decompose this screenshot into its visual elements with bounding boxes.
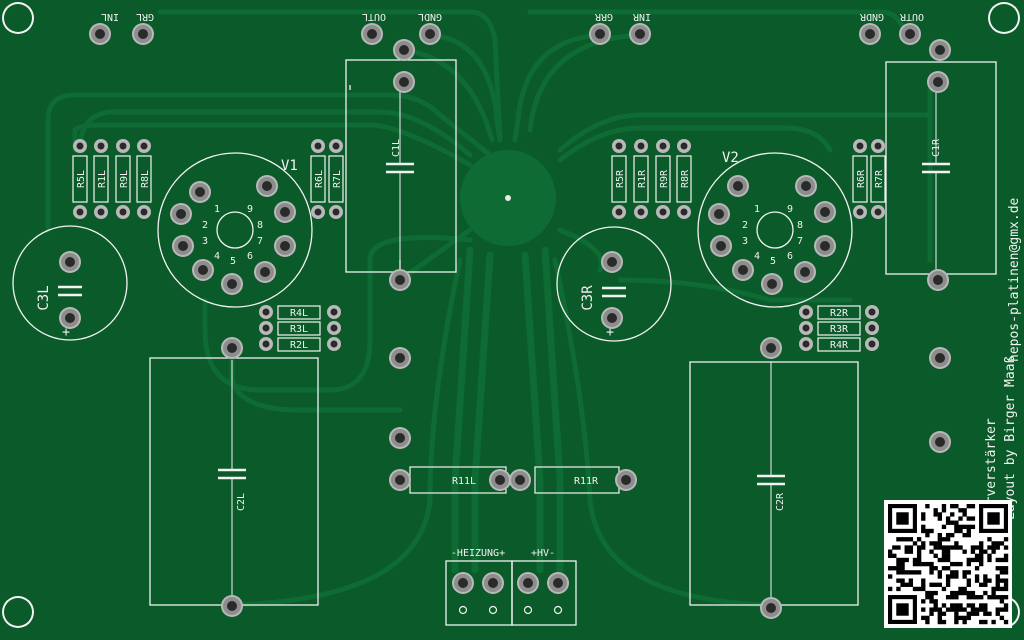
v2-pin-numbers: 1 2 3 4 5 6 7 8 9 — [742, 204, 803, 267]
svg-text:C1R: C1R — [931, 138, 942, 157]
v2-center — [756, 211, 794, 249]
svg-text:R5R: R5R — [615, 169, 626, 188]
svg-text:9: 9 — [247, 204, 253, 215]
svg-text:6: 6 — [247, 251, 253, 262]
svg-text:C2L: C2L — [236, 493, 247, 511]
label-grl: GRL — [136, 11, 154, 22]
svg-text:R1L: R1L — [97, 170, 108, 188]
svg-text:R1R: R1R — [637, 169, 648, 188]
v1-pin-numbers: 1 2 3 4 5 6 7 8 9 — [202, 204, 263, 267]
copper-traces — [45, 9, 933, 608]
label-outl: OUTL — [362, 11, 386, 22]
svg-text:R8L: R8L — [140, 170, 151, 188]
svg-text:1: 1 — [214, 204, 220, 215]
svg-text:R9L: R9L — [119, 170, 130, 188]
label-inl: INL — [101, 11, 119, 22]
svg-text:R2R: R2R — [830, 308, 849, 319]
svg-text:R6L: R6L — [314, 170, 325, 188]
label-r11l: R11L — [452, 476, 476, 487]
svg-text:R4R: R4R — [830, 340, 849, 351]
svg-text:3: 3 — [202, 236, 208, 247]
label-inr: INR — [632, 11, 651, 22]
svg-text:2: 2 — [202, 220, 208, 231]
svg-text:7: 7 — [257, 236, 263, 247]
label-v2: V2 — [722, 150, 739, 166]
credit-title: Vorverstärker — [984, 418, 999, 520]
svg-text:R8R: R8R — [680, 169, 691, 188]
svg-text:7: 7 — [797, 236, 803, 247]
svg-text:R2L: R2L — [290, 340, 308, 351]
c3l-outline — [12, 225, 128, 341]
svg-text:8: 8 — [797, 220, 803, 231]
credit-email: hepos-platinen@gmx.de — [1007, 197, 1022, 362]
svg-text:1: 1 — [754, 204, 760, 215]
svg-text:6: 6 — [787, 251, 793, 262]
svg-text:3: 3 — [742, 236, 748, 247]
label-c3r: C3R — [580, 285, 596, 311]
svg-text:4: 4 — [754, 251, 760, 262]
svg-text:4: 4 — [214, 251, 220, 262]
label-c3l: C3L — [36, 285, 52, 310]
central-ground-hole — [505, 195, 511, 201]
vertical-resistor-labels: R5L R1L R9L R8L R6L R7L R5R R1R R9R R8R … — [76, 169, 885, 188]
svg-text:5: 5 — [770, 256, 776, 267]
svg-text:R7L: R7L — [332, 170, 343, 188]
svg-text:9: 9 — [787, 204, 793, 215]
svg-text:R5L: R5L — [76, 170, 87, 188]
svg-text:R4L: R4L — [290, 308, 308, 319]
svg-text:R3R: R3R — [830, 324, 849, 335]
credits: Vorverstärker Layout by Birger Maaß hepo… — [984, 197, 1022, 520]
svg-text:R3L: R3L — [290, 324, 308, 335]
v1-center — [216, 211, 254, 249]
c3r-outline — [556, 226, 672, 342]
label-hv: +HV- — [531, 548, 555, 559]
svg-text:R7R: R7R — [874, 169, 885, 188]
v2-socket — [697, 152, 853, 308]
capacitor-symbols — [58, 90, 950, 600]
svg-text:C2R: C2R — [775, 492, 786, 511]
qr-code — [884, 500, 1012, 628]
connector-test-dots — [458, 605, 563, 615]
top-connector-labels: INL GRL OUTL GNDL GRR INR GNDR OUTR — [101, 11, 924, 22]
horizontal-resistor-labels: R4L R3L R2L R2R R3R R4R R11L R11R — [290, 308, 849, 487]
capacitor-labels: C1L C1R C2L C2R — [236, 138, 942, 511]
svg-text:C1L: C1L — [391, 139, 402, 157]
label-heizung: -HEIZUNG+ — [451, 548, 505, 559]
svg-text:R9R: R9R — [659, 169, 670, 188]
connector-hv-outline — [511, 560, 577, 626]
resistor-bodies — [72, 155, 886, 494]
label-gndr: GNDR — [859, 11, 884, 22]
v1-socket — [157, 152, 313, 308]
label-c3r-plus: + — [606, 325, 614, 340]
label-outr: OUTR — [899, 11, 924, 22]
label-gndl: GNDL — [418, 11, 442, 22]
svg-text:2: 2 — [742, 220, 748, 231]
label-r11r: R11R — [574, 476, 599, 487]
svg-text:R6R: R6R — [856, 169, 867, 188]
label-c3l-plus: + — [62, 325, 70, 340]
label-v1: V1 — [281, 158, 298, 174]
credit-layout: Layout by Birger Maaß — [1003, 355, 1018, 520]
svg-text:5: 5 — [230, 256, 236, 267]
label-grr: GRR — [594, 11, 613, 22]
svg-text:8: 8 — [257, 220, 263, 231]
